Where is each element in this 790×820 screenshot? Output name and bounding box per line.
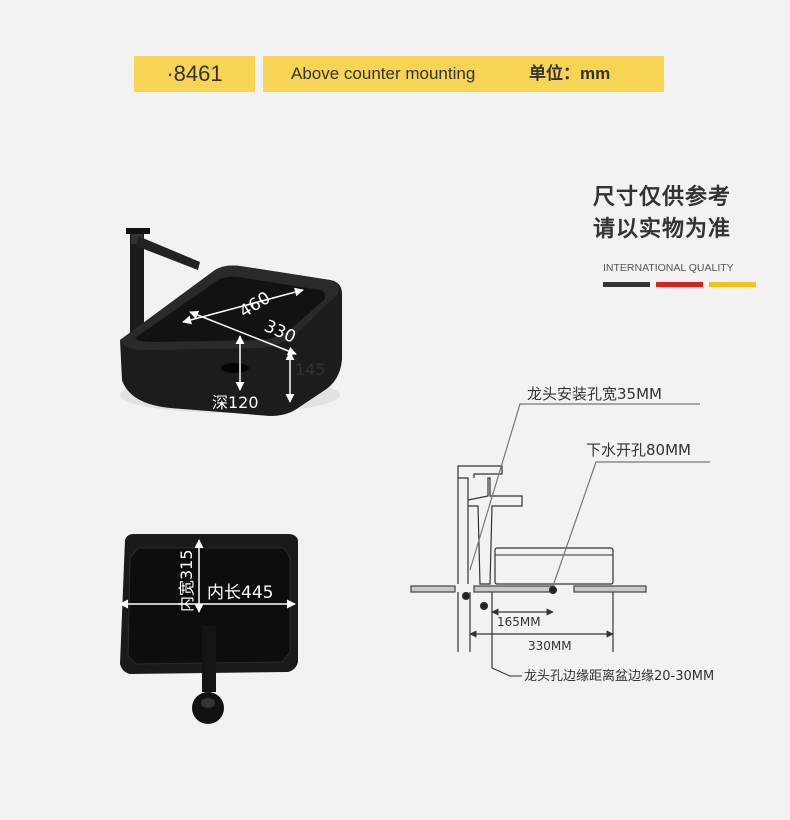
dimension-notice: 尺寸仅供参考 请以实物为准: [593, 182, 763, 246]
quality-bar-yellow: [709, 282, 756, 287]
edge-note-leader: [491, 667, 522, 677]
basin-top-view: 内宽315 内长445: [119, 534, 298, 724]
dim-depth: 深120: [212, 393, 259, 412]
edge-note-label: 龙头孔边缘距离盆边缘20-30MM: [524, 668, 714, 684]
basin-3d-view: 460 330 145 深120: [120, 228, 342, 416]
quality-bar-black: [603, 282, 650, 287]
model-number: ·8461: [134, 56, 255, 92]
dim-165-label: 165MM: [497, 615, 541, 629]
dim-height: 145: [295, 360, 326, 379]
dim-inner-length: 内长445: [207, 583, 273, 603]
notice-line-2: 请以实物为准: [593, 217, 732, 242]
quality-bar-red: [656, 282, 703, 287]
faucet-top: [202, 626, 216, 692]
install-diagram: [410, 403, 710, 668]
notice-line-1: 尺寸仅供参考: [593, 185, 732, 210]
unit-label: 单位：mm: [529, 64, 611, 83]
drain-hole-label: 下水开孔80MM: [586, 441, 691, 459]
quality-label: INTERNATIONAL QUALITY: [603, 262, 734, 274]
faucet-hole-label: 龙头安装孔宽35MM: [527, 385, 662, 403]
dim-inner-width: 内宽315: [177, 549, 196, 612]
header-bar: Above counter mounting 单位：mm: [263, 56, 664, 92]
mounting-type: Above counter mounting: [291, 64, 476, 83]
dim-330-label: 330MM: [528, 639, 572, 653]
drain: [221, 363, 249, 373]
